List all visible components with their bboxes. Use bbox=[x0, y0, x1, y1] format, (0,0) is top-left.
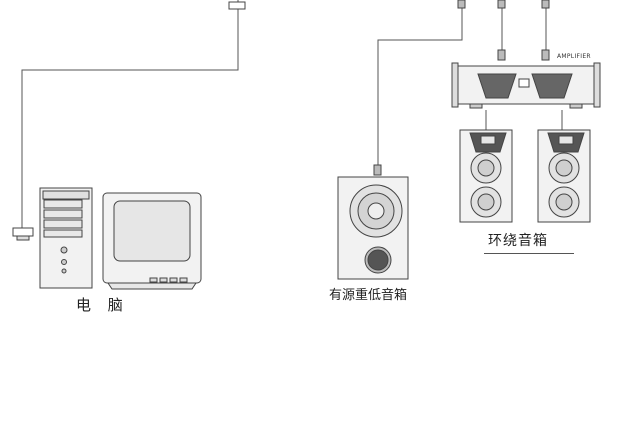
surround-speakers-label: 环绕音箱 bbox=[488, 233, 548, 249]
computer-label: 电 脑 bbox=[76, 296, 129, 314]
amplifier-label: AMPLIFIER bbox=[557, 53, 591, 60]
usb-plug-computer bbox=[12, 227, 34, 237]
rca-plug-top-left bbox=[457, 0, 466, 9]
amp-display bbox=[518, 78, 530, 88]
surround-label-underline bbox=[484, 253, 574, 254]
subwoofer-label: 有源重低音箱 bbox=[329, 288, 408, 303]
drive-bay-4 bbox=[43, 229, 83, 238]
crt-monitor bbox=[102, 192, 202, 290]
subwoofer bbox=[337, 176, 409, 280]
monitor-button-1 bbox=[149, 277, 158, 283]
usb-plug-computer-tip bbox=[16, 235, 30, 241]
power-button-icon bbox=[60, 246, 68, 254]
surround-speaker-right bbox=[537, 129, 591, 223]
monitor-button-4 bbox=[179, 277, 188, 283]
amplifier bbox=[451, 62, 601, 109]
amp-foot-left bbox=[469, 103, 483, 109]
tower-top-bezel bbox=[42, 190, 90, 200]
amp-vent-right bbox=[531, 73, 573, 99]
computer-tower bbox=[39, 187, 93, 289]
amp-handle-right bbox=[593, 62, 601, 108]
amp-foot-right bbox=[569, 103, 583, 109]
led-icon bbox=[61, 268, 67, 274]
subwoofer-port bbox=[367, 249, 389, 271]
rca-plug-amp-1 bbox=[497, 49, 506, 61]
drive-bay-1 bbox=[43, 199, 83, 209]
cable-subwoofer bbox=[377, 0, 463, 165]
monitor-base bbox=[107, 282, 197, 290]
rca-plug-sub bbox=[373, 164, 382, 176]
speaker-left-woofer-2-cone bbox=[477, 193, 495, 211]
subwoofer-driver-cap bbox=[367, 202, 385, 220]
connectors bbox=[12, 0, 550, 241]
rca-plug-top-right bbox=[541, 0, 550, 9]
speaker-left-tweeter bbox=[480, 135, 496, 145]
speaker-right-tweeter bbox=[558, 135, 574, 145]
rca-plug-top-mid bbox=[497, 0, 506, 9]
rca-plug-amp-2 bbox=[541, 49, 550, 61]
reset-button-icon bbox=[61, 259, 67, 265]
speaker-right-woofer-1-cone bbox=[555, 159, 573, 177]
surround-speaker-left bbox=[459, 129, 513, 223]
usb-plug-top bbox=[228, 1, 246, 10]
drive-bay-2 bbox=[43, 209, 83, 219]
monitor-button-3 bbox=[169, 277, 178, 283]
amp-vent-left bbox=[477, 73, 517, 99]
speaker-right-woofer-2-cone bbox=[555, 193, 573, 211]
monitor-button-2 bbox=[159, 277, 168, 283]
speaker-left-woofer-1-cone bbox=[477, 159, 495, 177]
drive-bay-3 bbox=[43, 219, 83, 229]
amp-handle-left bbox=[451, 62, 459, 108]
cable-computer bbox=[21, 0, 239, 228]
monitor-screen bbox=[113, 200, 191, 262]
